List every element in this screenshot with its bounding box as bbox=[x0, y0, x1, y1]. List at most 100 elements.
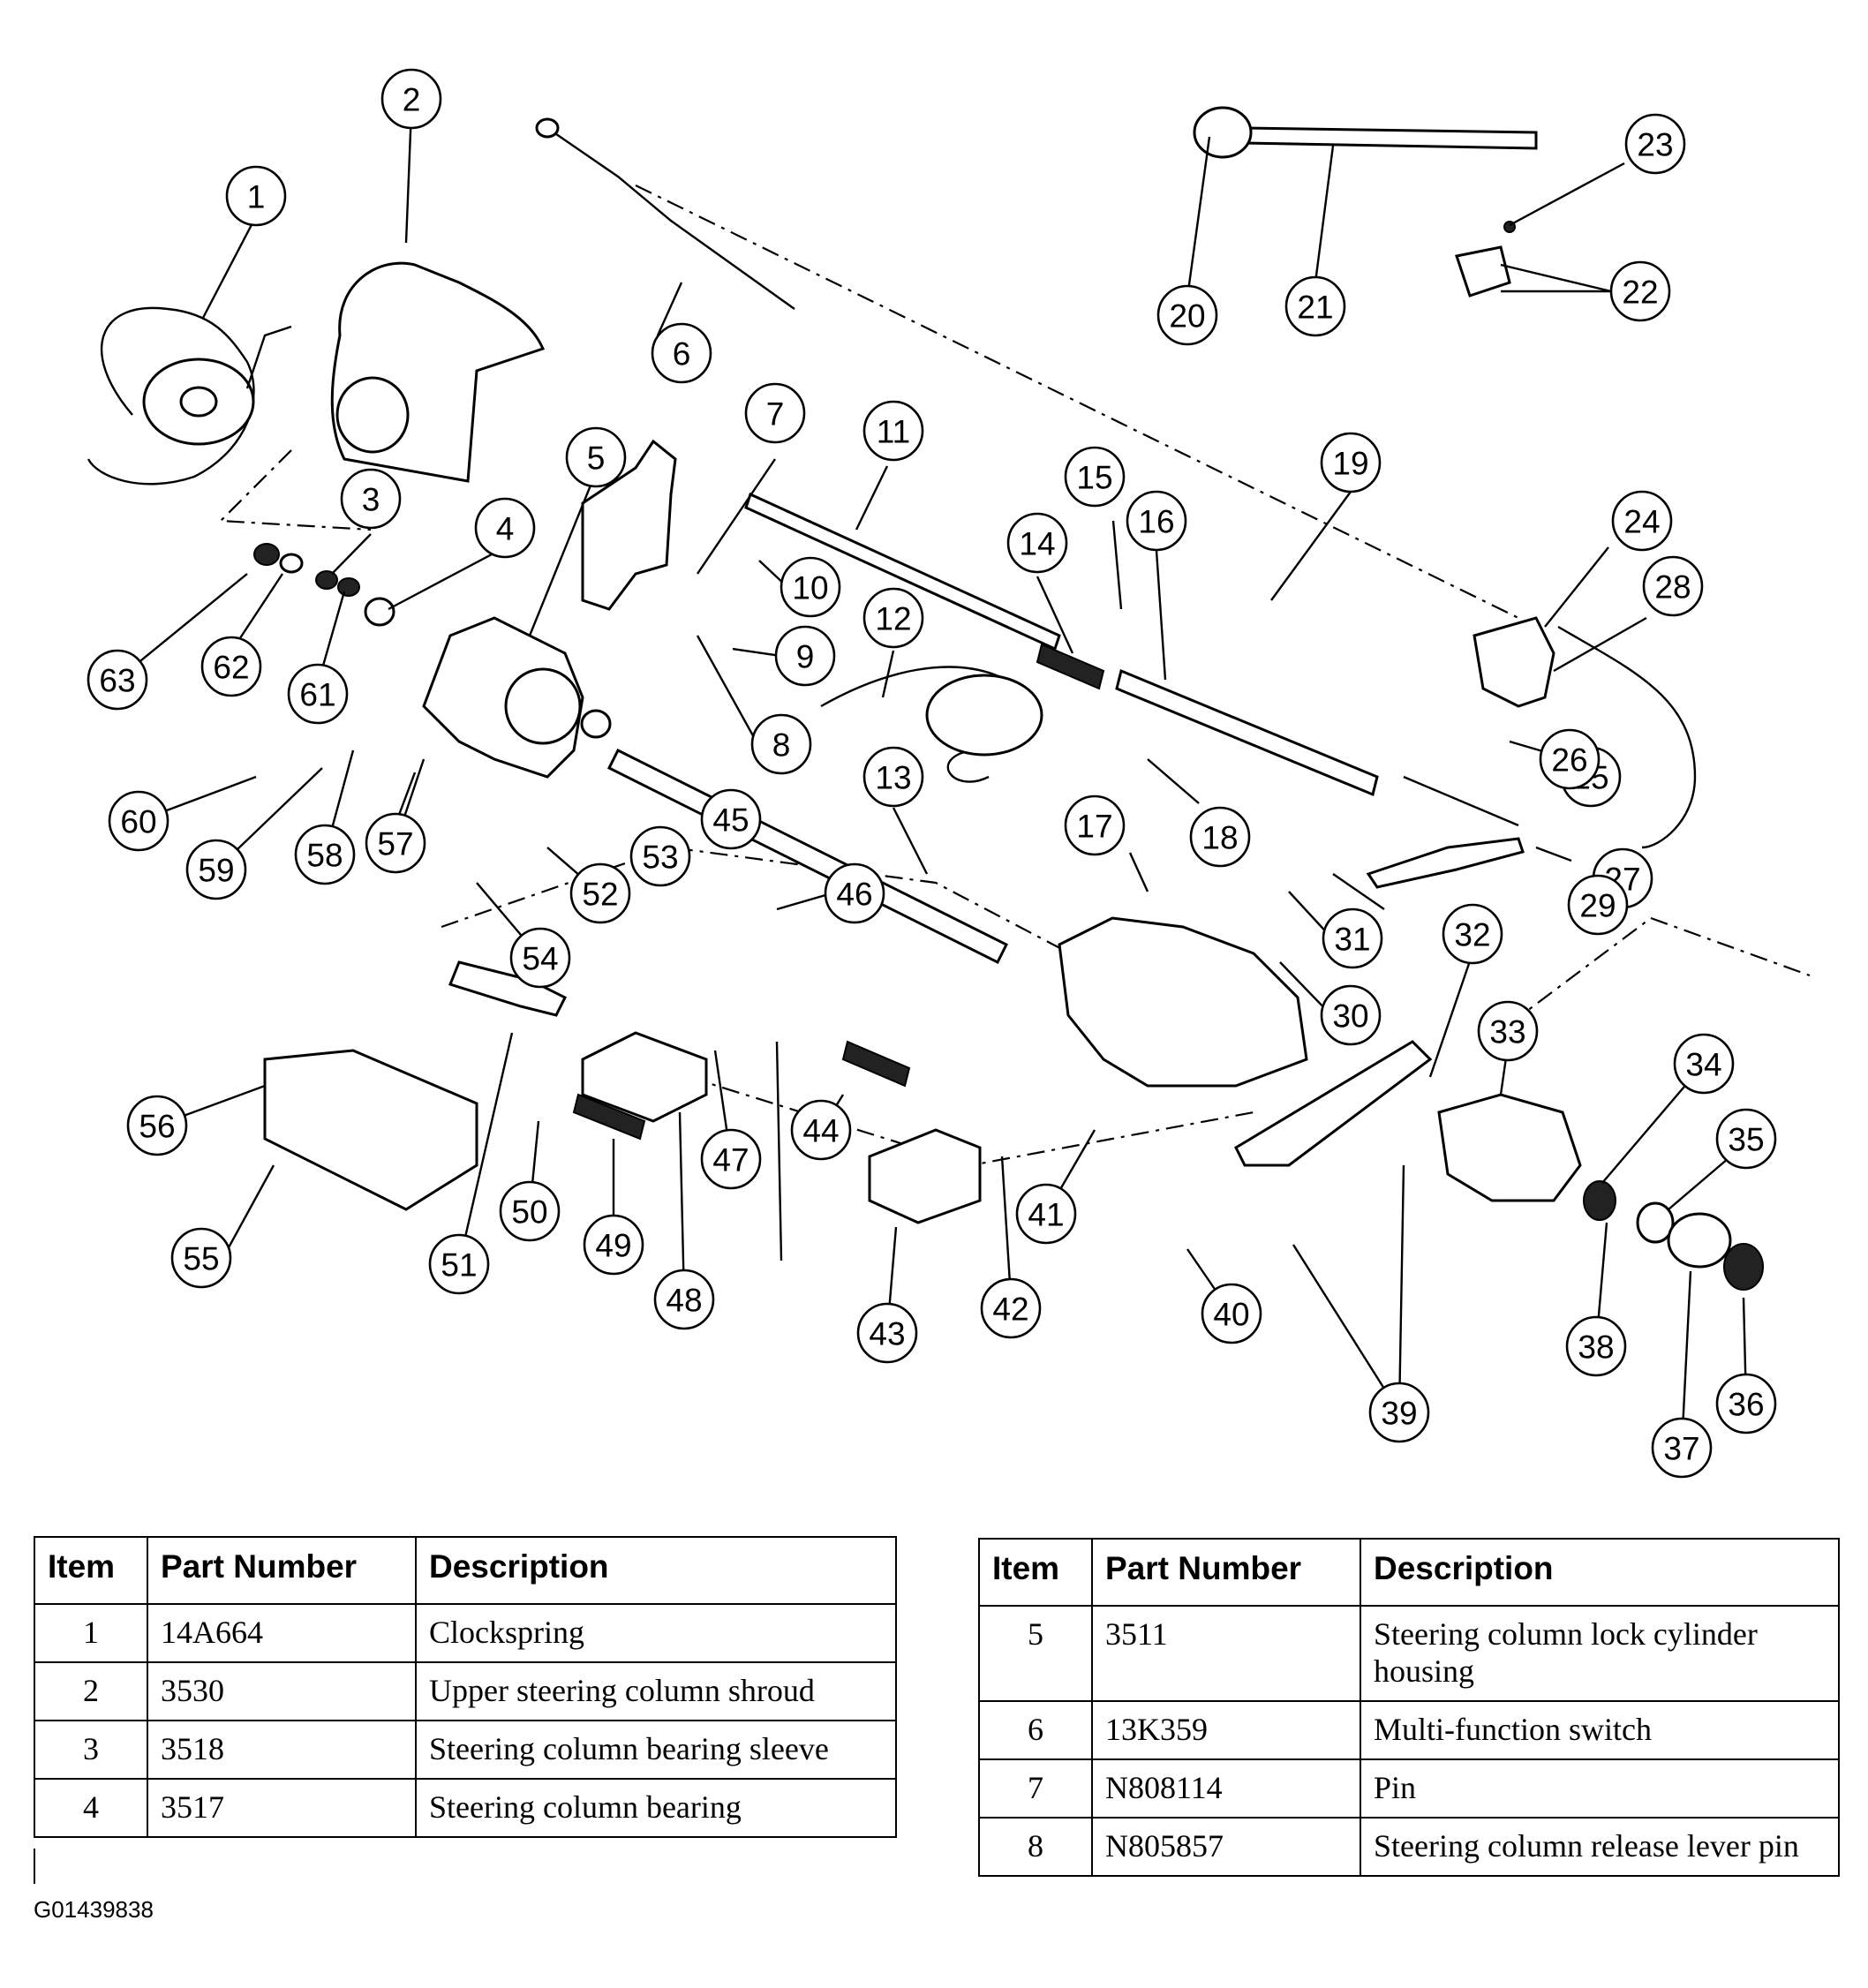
callout-circle bbox=[200, 636, 262, 697]
table-row: 8 N805857 Steering column release lever … bbox=[978, 1817, 1840, 1877]
callout-label: 17 bbox=[1076, 809, 1112, 845]
bracket-43-part bbox=[868, 1128, 982, 1224]
callout-label: 54 bbox=[522, 941, 558, 977]
clockspring-part bbox=[87, 306, 292, 486]
spring-44-part bbox=[841, 1040, 911, 1088]
callout-label: 56 bbox=[139, 1109, 175, 1145]
callout-label: 43 bbox=[869, 1316, 905, 1352]
callout-42: 42 bbox=[980, 1277, 1042, 1339]
callout-label: 47 bbox=[712, 1142, 749, 1178]
callout-59: 59 bbox=[185, 839, 247, 900]
callout-57: 57 bbox=[365, 812, 426, 874]
callout-circle bbox=[1320, 984, 1382, 1046]
part-description: Pin bbox=[1360, 1758, 1840, 1819]
part-description: Clockspring bbox=[415, 1603, 897, 1663]
callout-label: 61 bbox=[299, 677, 335, 713]
mount-plate-part bbox=[1234, 1040, 1433, 1167]
table-row: 4 3517 Steering column bearing bbox=[34, 1778, 897, 1838]
table-row: 5 3511 Steering column lock cylinder hou… bbox=[978, 1605, 1840, 1702]
callout-label: 35 bbox=[1728, 1122, 1764, 1158]
callout-32: 32 bbox=[1442, 903, 1503, 965]
callout-circle bbox=[509, 927, 571, 989]
callout-52: 52 bbox=[569, 862, 631, 924]
callout-circle bbox=[1006, 512, 1068, 574]
callout-2: 2 bbox=[380, 68, 442, 130]
callout-label: 19 bbox=[1332, 446, 1368, 482]
callout-circle bbox=[856, 1302, 918, 1364]
callout-label: 7 bbox=[766, 396, 785, 433]
callout-circle bbox=[1651, 1417, 1713, 1479]
callout-circle bbox=[1477, 1000, 1539, 1062]
callout-circle bbox=[569, 862, 631, 924]
nut-36-part bbox=[1723, 1243, 1764, 1291]
callout-50: 50 bbox=[499, 1180, 561, 1242]
shaft-upper-part bbox=[1115, 668, 1379, 797]
callout-circle bbox=[1715, 1373, 1777, 1435]
part-description: Multi-function switch bbox=[1360, 1700, 1840, 1760]
callout-21: 21 bbox=[1284, 275, 1346, 337]
callout-7: 7 bbox=[744, 382, 806, 444]
item-number: 4 bbox=[34, 1778, 148, 1838]
callout-26: 26 bbox=[1539, 728, 1601, 790]
item-number: 8 bbox=[978, 1817, 1093, 1877]
callout-56: 56 bbox=[126, 1095, 188, 1156]
callout-label: 52 bbox=[582, 877, 618, 913]
callout-circle bbox=[126, 1095, 188, 1156]
callout-circle bbox=[87, 649, 148, 711]
callout-circle bbox=[170, 1227, 232, 1289]
callout-circle bbox=[750, 713, 812, 775]
bearing-4b-part bbox=[580, 709, 612, 739]
callout-label: 59 bbox=[198, 853, 234, 889]
shroud-detail-part bbox=[335, 376, 410, 454]
housing-bore-part bbox=[504, 667, 582, 745]
callout-circle bbox=[1565, 1315, 1627, 1377]
item-number: 2 bbox=[34, 1661, 148, 1721]
item-number: 1 bbox=[34, 1603, 148, 1663]
callout-circle bbox=[380, 68, 442, 130]
callout-label: 62 bbox=[213, 650, 249, 686]
callout-circle bbox=[862, 587, 924, 649]
callout-20: 20 bbox=[1156, 284, 1218, 346]
callout-label: 45 bbox=[712, 802, 749, 839]
part-description: Steering column release lever pin bbox=[1360, 1817, 1840, 1877]
callout-63: 63 bbox=[87, 649, 148, 711]
part-description: Steering column lock cylinder housing bbox=[1360, 1605, 1840, 1702]
callout-label: 49 bbox=[595, 1228, 631, 1264]
callout-label: 30 bbox=[1332, 998, 1368, 1035]
callout-circle bbox=[1322, 907, 1383, 969]
callout-label: 6 bbox=[673, 336, 691, 373]
callout-label: 14 bbox=[1019, 526, 1055, 562]
callout-19: 19 bbox=[1320, 432, 1382, 493]
cable-28-part bbox=[1557, 625, 1697, 849]
callout-label: 51 bbox=[441, 1247, 477, 1284]
callout-48: 48 bbox=[653, 1269, 715, 1330]
callout-label: 55 bbox=[183, 1241, 219, 1277]
callout-circle bbox=[1156, 284, 1218, 346]
callout-label: 11 bbox=[877, 414, 910, 450]
callout-label: 60 bbox=[120, 804, 156, 840]
callout-circle bbox=[1539, 728, 1601, 790]
switch-24-part bbox=[1473, 616, 1555, 708]
callout-circle bbox=[365, 812, 426, 874]
callout-circle bbox=[1284, 275, 1346, 337]
callout-label: 53 bbox=[642, 840, 678, 876]
header-part-number: Part Number bbox=[147, 1536, 417, 1605]
header-part-number: Part Number bbox=[1091, 1538, 1361, 1607]
callout-28: 28 bbox=[1642, 555, 1704, 617]
callout-6: 6 bbox=[651, 322, 712, 384]
callout-circle bbox=[1015, 1183, 1077, 1245]
callout-circle bbox=[1673, 1033, 1735, 1095]
part-number: 14A664 bbox=[147, 1603, 417, 1663]
callout-circle bbox=[428, 1233, 490, 1295]
callout-circle bbox=[1611, 490, 1673, 552]
callout-circle bbox=[790, 1099, 852, 1161]
callout-circle bbox=[565, 426, 627, 488]
callout-label: 23 bbox=[1637, 127, 1673, 163]
callout-circle bbox=[1442, 903, 1503, 965]
callout-11: 11 bbox=[862, 400, 924, 462]
callout-circle bbox=[1642, 555, 1704, 617]
callout-label: 37 bbox=[1663, 1431, 1699, 1467]
callout-51: 51 bbox=[428, 1233, 490, 1295]
callout-label: 21 bbox=[1297, 290, 1333, 326]
